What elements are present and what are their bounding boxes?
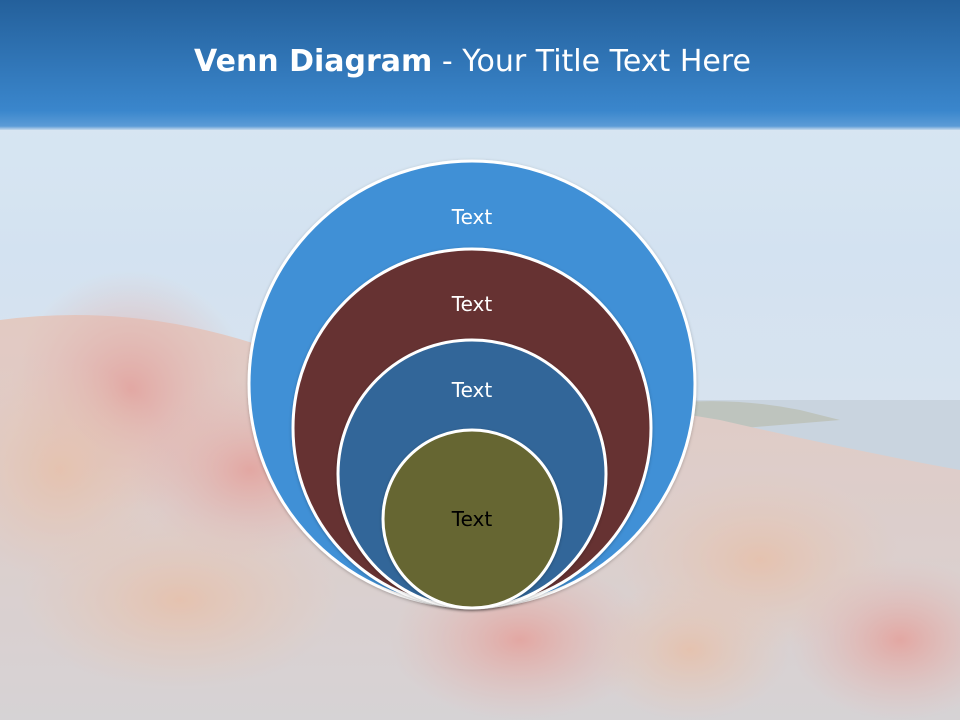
venn-circle-inner[interactable] <box>381 428 563 610</box>
slide-title: Venn Diagram - Your Title Text Here <box>0 40 945 84</box>
slide-title-bold: Venn Diagram <box>194 44 433 79</box>
venn-label-third: Text <box>451 378 493 402</box>
venn-label-second: Text <box>451 292 493 316</box>
venn-label-inner: Text <box>451 507 493 531</box>
venn-label-outer: Text <box>451 205 493 229</box>
slide-title-rest: - Your Title Text Here <box>432 44 751 79</box>
title-band <box>0 0 960 130</box>
